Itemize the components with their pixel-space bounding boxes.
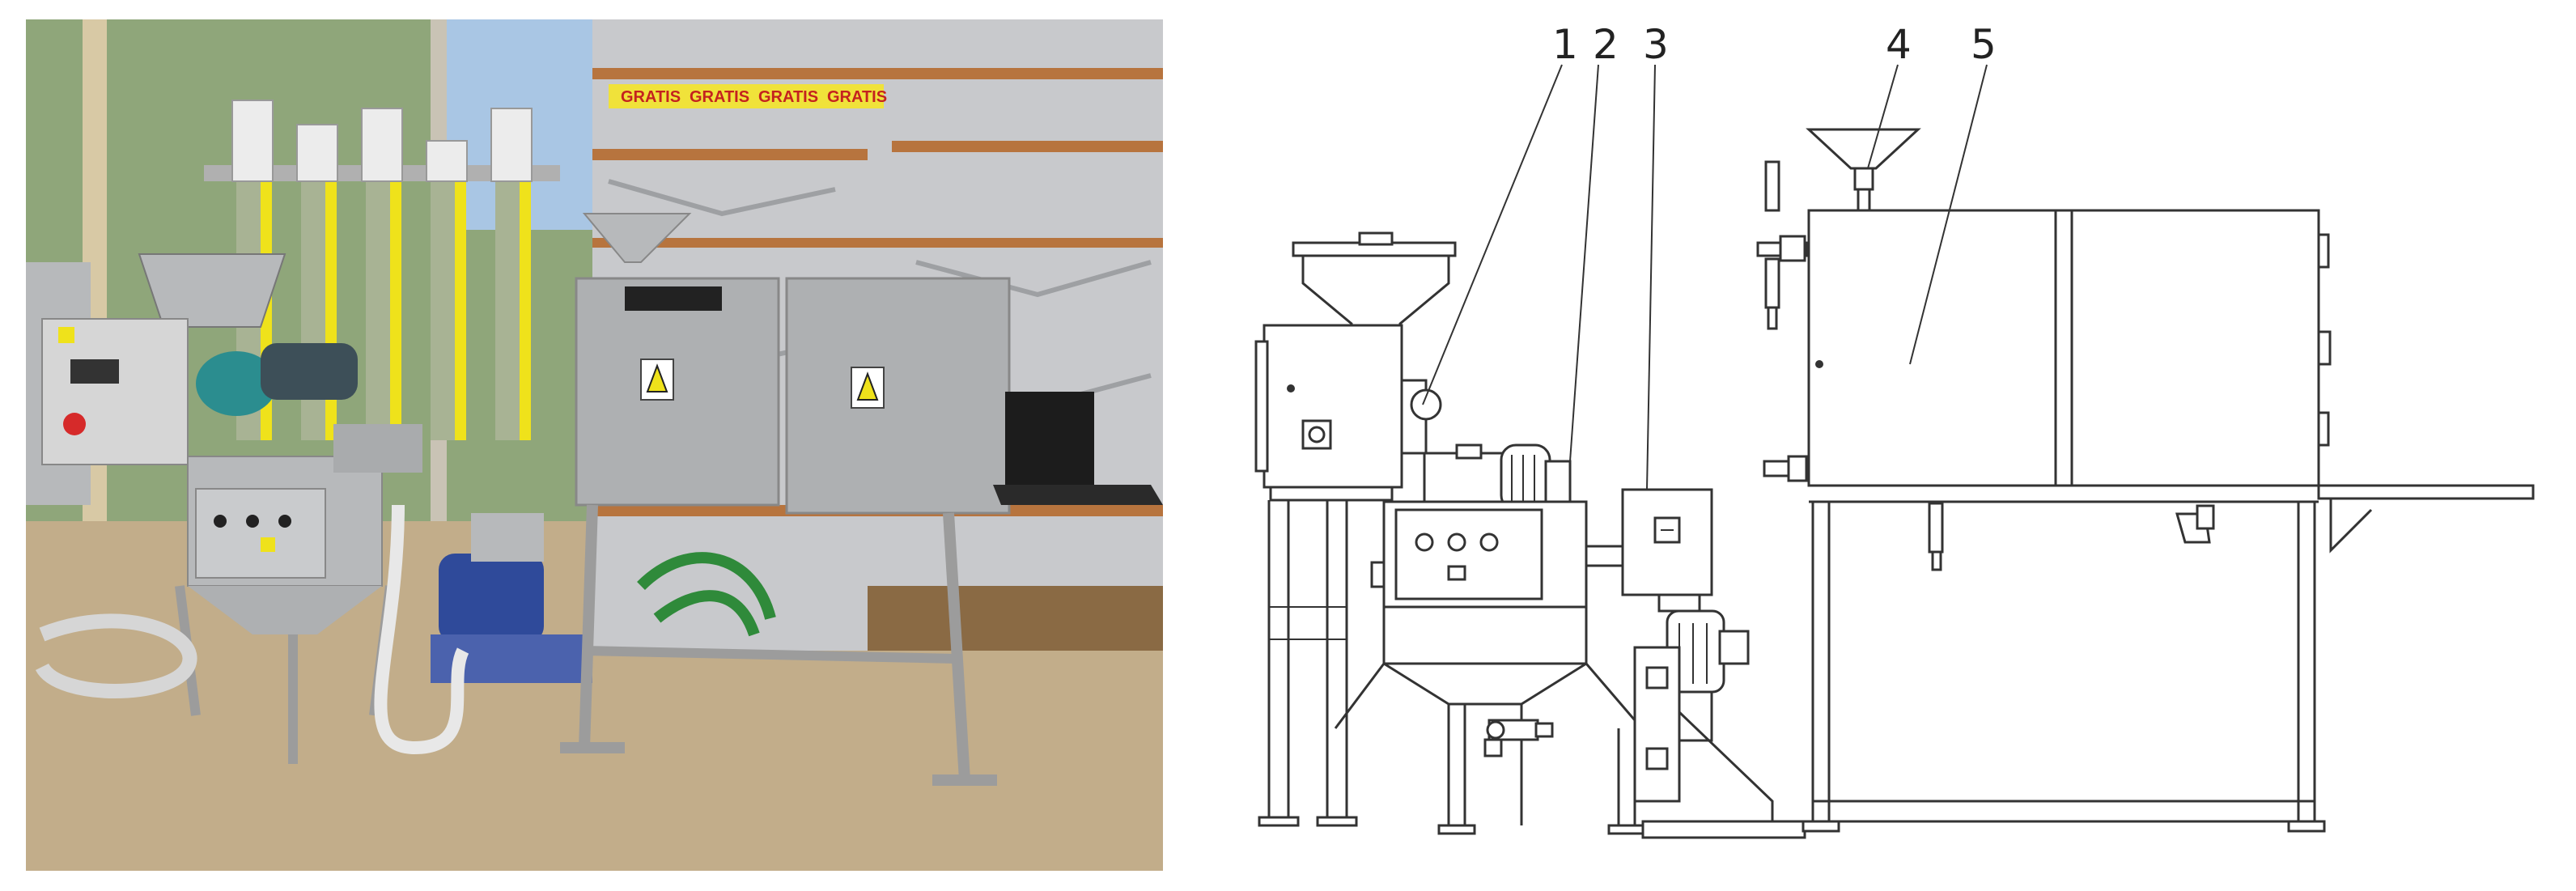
technical-drawing: 1 2 3 4 5 xyxy=(1254,24,2535,839)
hose-green xyxy=(637,552,776,637)
tape-text: GRATIS xyxy=(827,88,887,106)
tape-text: GRATIS xyxy=(690,88,749,106)
hose-white xyxy=(374,504,469,755)
callout-5: 5 xyxy=(1971,24,1997,68)
callout-1: 1 xyxy=(1552,24,1578,68)
unit-pump xyxy=(1621,488,1806,839)
mill-unit xyxy=(41,253,358,465)
unit-mill-tank xyxy=(1254,231,1652,835)
callout-2: 2 xyxy=(1593,24,1619,68)
pilot-plant-photo: GRATIS GRATIS GRATIS GRATIS xyxy=(26,19,1163,871)
hose-coil xyxy=(35,613,197,698)
callout-3: 3 xyxy=(1643,24,1669,68)
tape-text: GRATIS xyxy=(758,88,818,106)
cabinets xyxy=(560,213,1011,786)
callout-4: 4 xyxy=(1886,24,1912,68)
laptop xyxy=(993,392,1163,505)
tape-text: GRATIS xyxy=(621,88,681,106)
leader-lines xyxy=(1422,64,1988,490)
unit-dryer xyxy=(1756,128,2535,833)
pallet xyxy=(868,586,1163,651)
